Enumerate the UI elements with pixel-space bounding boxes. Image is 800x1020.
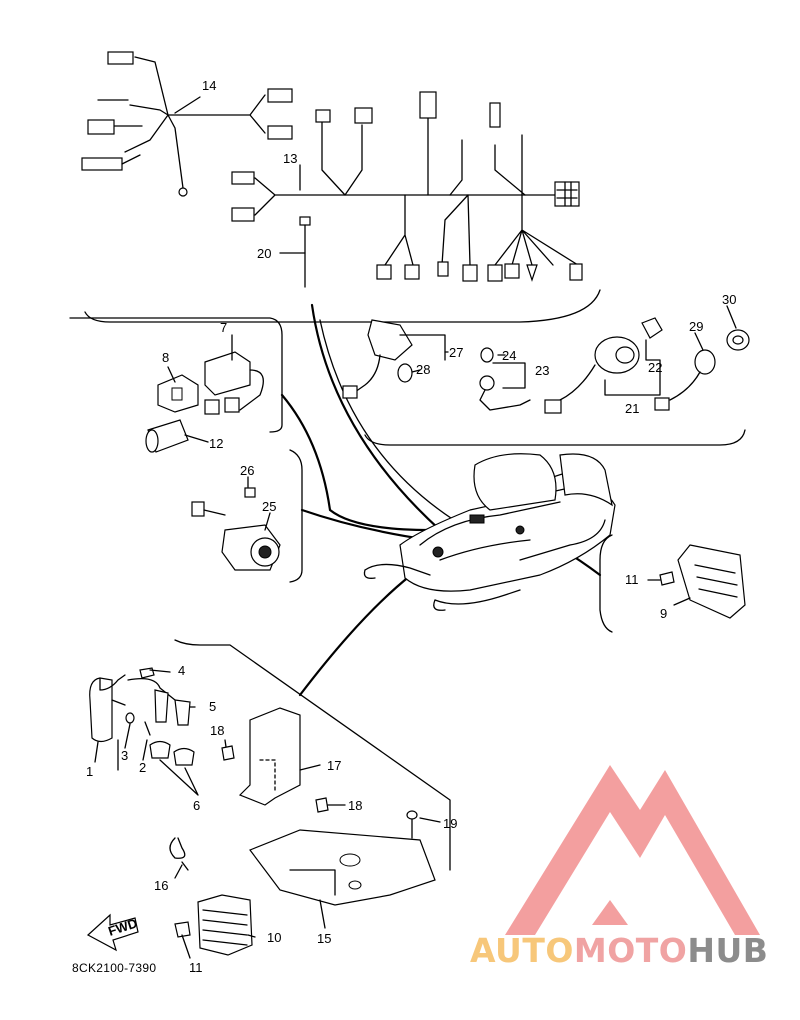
snowmobile-illustration [363, 453, 616, 611]
part-label-10: 10 [267, 930, 281, 945]
part-label-7: 7 [220, 320, 227, 335]
part-label-25: 25 [262, 499, 276, 514]
kill-switch-group [654, 329, 750, 411]
bulb-socket-group [479, 347, 531, 411]
part-label-16: 16 [154, 878, 168, 893]
part-label-17: 17 [327, 758, 341, 773]
part-label-23: 23 [535, 363, 549, 378]
part-label-1: 1 [86, 764, 93, 779]
watermark-auto: AUTO [470, 931, 574, 970]
part-label-19: 19 [443, 816, 457, 831]
watermark-text: AUTOMOTOHUB [470, 931, 768, 970]
part-label-18-upper: 18 [210, 723, 224, 738]
voltage-regulator-right [659, 544, 746, 619]
part-label-5: 5 [209, 699, 216, 714]
voltage-regulator-bottom [174, 894, 253, 956]
part-label-18-lower: 18 [348, 798, 362, 813]
part-label-24: 24 [502, 348, 516, 363]
sub-wire-harness [81, 51, 293, 197]
part-label-13: 13 [283, 151, 297, 166]
part-number-labels: 14 13 20 7 8 12 26 25 27 28 24 23 22 21 … [86, 78, 736, 975]
mounting-bracket-group [249, 810, 436, 906]
part-label-9: 9 [660, 606, 667, 621]
starter-relay-group [191, 487, 281, 571]
part-label-11-right: 11 [625, 572, 639, 587]
part-label-20: 20 [257, 246, 271, 261]
part-label-29: 29 [689, 319, 703, 334]
cdi-unit-group [342, 319, 446, 399]
watermark-hub: HUB [687, 931, 769, 970]
part-label-27: 27 [449, 345, 463, 360]
main-wire-harness [231, 91, 583, 282]
watermark-moto: MOTO [573, 931, 688, 970]
cover-plate-group [221, 707, 329, 813]
watermark-logo-icon [505, 765, 760, 935]
part-label-30: 30 [722, 292, 736, 307]
part-label-4: 4 [178, 663, 185, 678]
label-leaders [94, 96, 737, 959]
section-frames [69, 289, 746, 871]
part-label-3: 3 [121, 748, 128, 763]
drawing-code: 8CK2100-7390 [72, 961, 157, 975]
part-label-12: 12 [209, 436, 223, 451]
ignition-coil-group [89, 667, 195, 771]
forward-direction-arrow: FWD [86, 913, 139, 952]
part-label-15: 15 [317, 931, 331, 946]
part-label-11-lower: 11 [189, 960, 203, 975]
part-label-8: 8 [162, 350, 169, 365]
wire-clamp-icon [169, 837, 189, 871]
part-label-21: 21 [625, 401, 639, 416]
relay-and-fuse-group [145, 351, 264, 453]
cable-tie-icon [299, 216, 311, 288]
part-label-28: 28 [416, 362, 430, 377]
part-label-14: 14 [202, 78, 216, 93]
part-label-2: 2 [139, 760, 146, 775]
part-label-22: 22 [648, 360, 662, 375]
main-switch-group [544, 317, 663, 414]
part-label-6: 6 [193, 798, 200, 813]
part-label-26: 26 [240, 463, 254, 478]
